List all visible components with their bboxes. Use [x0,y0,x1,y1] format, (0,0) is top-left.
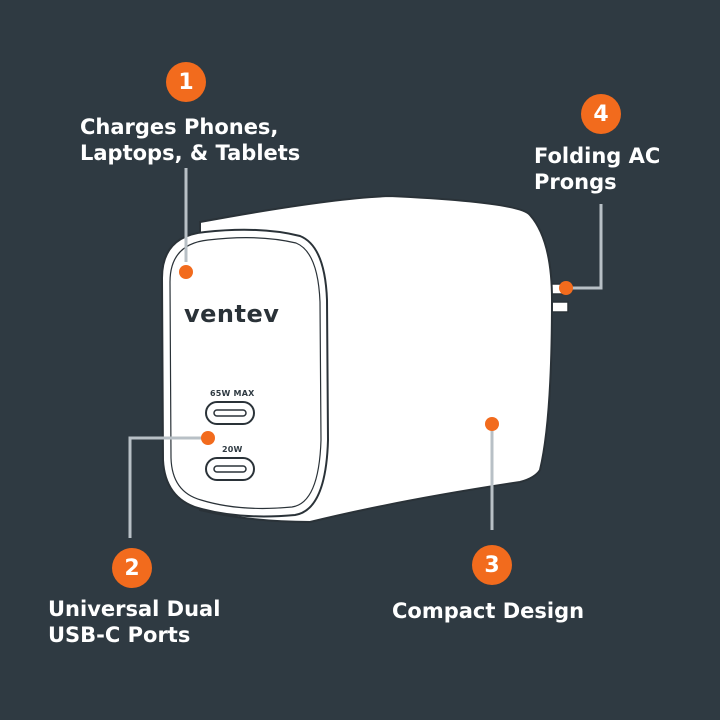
callout-label-4-line2: Prongs [534,170,617,194]
leader-line-4 [570,204,603,290]
callout-badge-1: 1 [166,62,206,102]
usb-c-port-top [205,401,255,425]
callout-label-4: Folding AC Prongs [534,143,660,195]
callout-label-2-line2: USB-C Ports [48,623,191,647]
callout-dot-2 [201,431,215,445]
callout-dot-1 [179,265,193,279]
callout-label-1-line1: Charges Phones, [80,115,279,139]
callout-dot-4 [559,281,573,295]
callout-label-3-line1: Compact Design [392,599,585,623]
leader-lines [128,168,603,538]
front-face-rim [169,237,322,510]
callout-label-4-line1: Folding AC [534,144,661,168]
callout-badge-3: 3 [472,545,512,585]
callout-label-2-line1: Universal Dual [48,597,221,621]
callout-badge-2: 2 [112,548,152,588]
usb-c-port-bottom [205,457,255,481]
usb-c-port-top-tongue [213,409,247,417]
port-label-20w: 20W [222,445,243,454]
callout-label-1-line2: Laptops, & Tablets [80,141,301,165]
usb-c-port-bottom-tongue [213,465,247,473]
callout-dot-3 [485,417,499,431]
callout-dots [179,265,573,445]
port-label-65w: 65W MAX [210,389,255,398]
brand-logo: ventev [184,300,280,328]
leader-line-2 [128,436,202,538]
callout-badge-4: 4 [581,94,621,134]
callout-label-2: Universal Dual USB-C Ports [48,596,220,648]
charger-front-face [160,228,330,518]
callout-label-3: Compact Design [392,598,584,624]
callout-label-1: Charges Phones, Laptops, & Tablets [80,114,300,166]
